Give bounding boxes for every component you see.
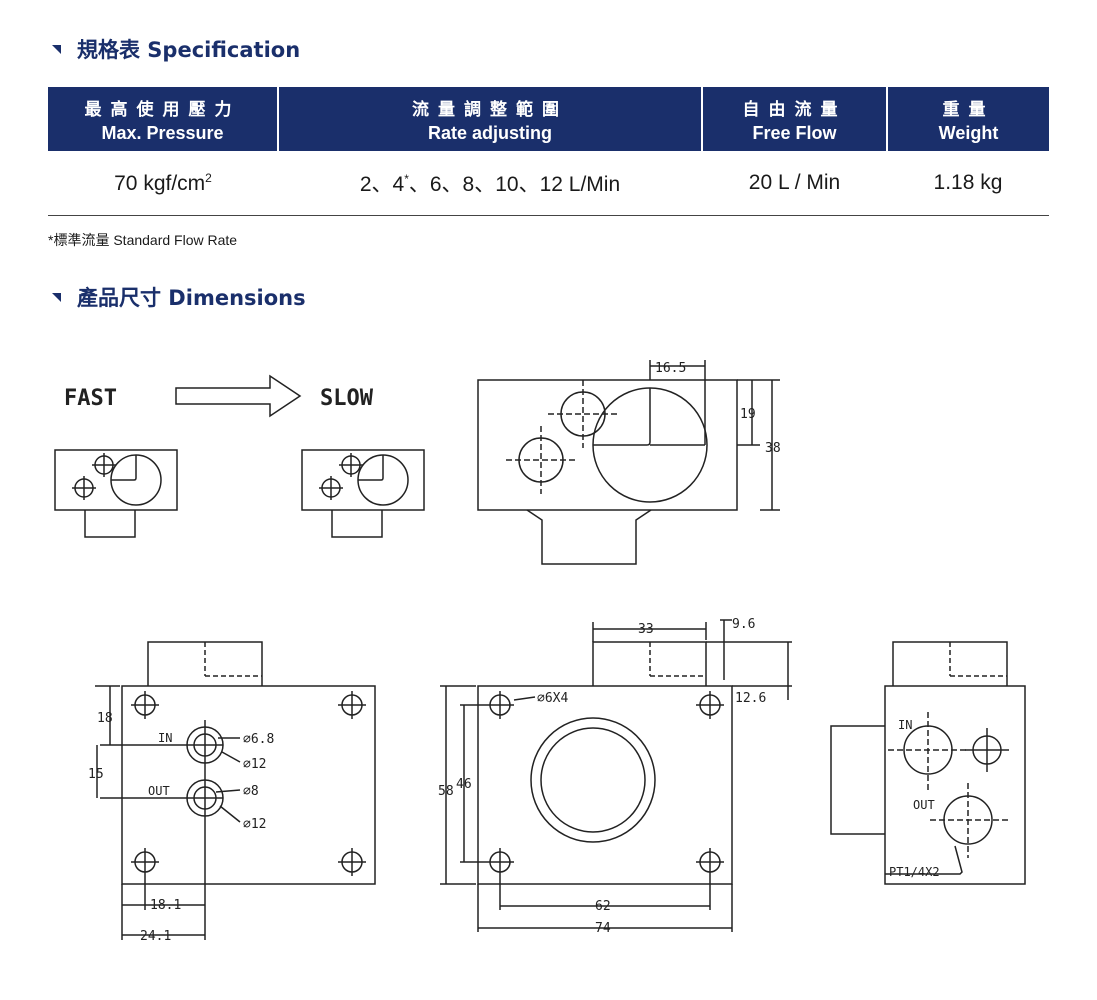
dim-58: 58 xyxy=(438,784,454,799)
dim-9-6: 9.6 xyxy=(732,617,755,632)
triangle-bullet-icon xyxy=(52,44,61,54)
dim-33: 33 xyxy=(638,622,654,637)
dim-15-v: 15 xyxy=(88,767,104,782)
out-port-label: OUT xyxy=(148,784,170,798)
spec-title: 規格表 Specification xyxy=(77,38,301,62)
dim-12-6: 12.6 xyxy=(735,691,766,706)
footnote: *標準流量 Standard Flow Rate xyxy=(48,232,238,248)
dim-d8: ⌀8 xyxy=(243,784,259,799)
dim-46: 46 xyxy=(456,777,472,792)
fast-label: FAST xyxy=(64,386,117,411)
cell-free-flow: 20 L / Min xyxy=(702,151,887,216)
dim-18-v: 18 xyxy=(97,711,113,726)
dim-heading: 產品尺寸 Dimensions xyxy=(52,282,306,312)
dim-title: 產品尺寸 Dimensions xyxy=(77,286,306,310)
dim-18-1-h: 18.1 xyxy=(150,898,181,913)
table-row: 70 kgf/cm2 2、4*、6、8、10、12 L/Min 20 L / M… xyxy=(48,151,1049,216)
front-view: ⌀6X4 33 9.6 12.6 58 46 62 74 xyxy=(438,617,792,936)
dimension-drawing: FAST SLOW 16.5 19 38 xyxy=(54,360,1026,944)
dim-16-5: 16.5 xyxy=(655,361,686,376)
side-in-label: IN xyxy=(898,718,912,732)
dim-24-1-h: 24.1 xyxy=(140,929,171,944)
slow-valve-icon xyxy=(301,449,425,538)
dim-d12-out: ⌀12 xyxy=(243,817,266,832)
spec-heading: 規格表 Specification xyxy=(52,34,300,64)
in-port-label: IN xyxy=(158,731,172,745)
dim-d6-8: ⌀6.8 xyxy=(243,732,274,747)
slow-label: SLOW xyxy=(320,386,374,411)
thread-label: PT1/4X2 xyxy=(889,865,940,879)
cell-pressure: 70 kgf/cm2 xyxy=(48,151,278,216)
dim-62: 62 xyxy=(595,899,611,914)
arrow-right-icon xyxy=(175,374,302,418)
left-view: IN OUT ⌀6.8 ⌀12 ⌀8 ⌀12 18 15 18.1 24.1 xyxy=(88,641,376,944)
dim-holes: ⌀6X4 xyxy=(537,691,568,706)
cell-weight: 1.18 kg xyxy=(887,151,1049,216)
fast-valve-icon xyxy=(54,449,178,538)
dim-19: 19 xyxy=(740,407,756,422)
side-out-label: OUT xyxy=(913,798,935,812)
dim-d12-in: ⌀12 xyxy=(243,757,266,772)
dim-38: 38 xyxy=(765,441,781,456)
triangle-bullet-icon xyxy=(52,292,61,302)
side-view: IN OUT PT1/4X2 xyxy=(830,641,1026,885)
dim-74: 74 xyxy=(595,921,611,936)
top-view: 16.5 19 38 xyxy=(477,360,781,565)
cell-rate: 2、4*、6、8、10、12 L/Min xyxy=(278,151,702,216)
